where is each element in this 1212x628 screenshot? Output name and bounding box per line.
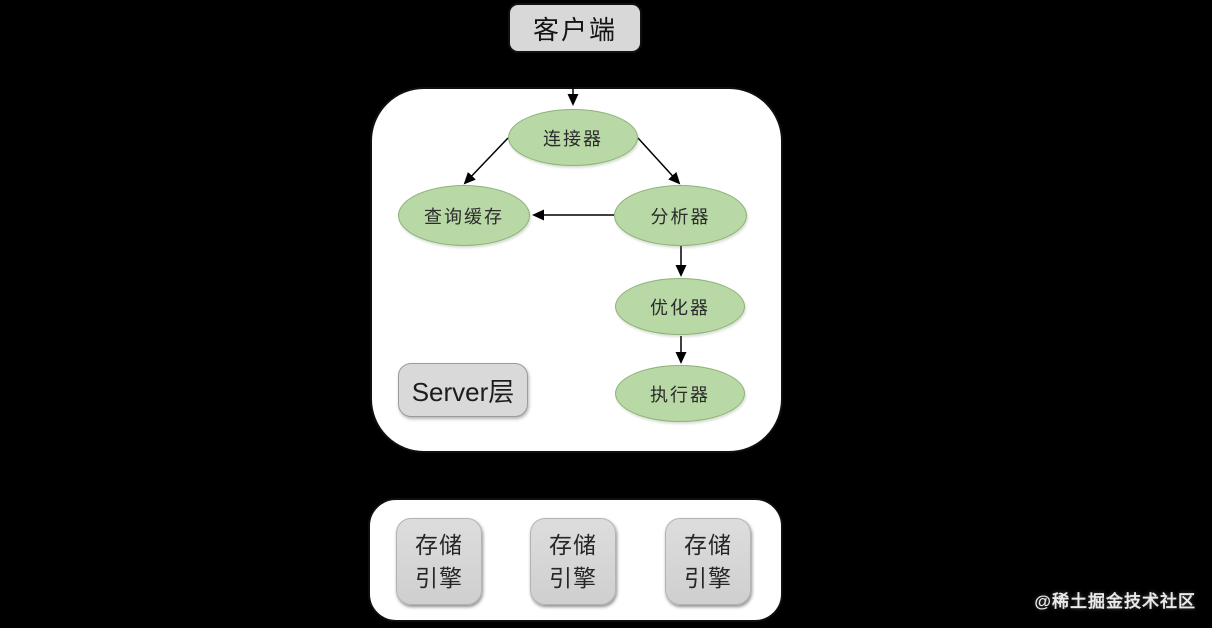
client-node: 客户端 (508, 3, 642, 53)
storage-engine-node-3: 存储引擎 (665, 518, 751, 605)
node-executor: 执行器 (615, 365, 745, 422)
node-executor-label: 执行器 (650, 384, 710, 405)
node-connector-label: 连接器 (543, 128, 603, 149)
node-query-cache-label: 查询缓存 (424, 206, 504, 227)
node-analyzer-label: 分析器 (650, 206, 711, 227)
watermark: @稀土掘金技术社区 (1034, 592, 1196, 611)
client-label: 客户端 (532, 14, 617, 45)
storage-engine-node-2: 存储引擎 (530, 518, 616, 605)
server-layer-label-text: Server层 (411, 376, 515, 407)
storage-engine-label-1: 存储引擎 (415, 531, 463, 591)
storage-engine-label-2: 存储引擎 (549, 531, 597, 591)
node-optimizer: 优化器 (615, 278, 745, 335)
server-layer-label: Server层 (398, 363, 528, 417)
node-connector: 连接器 (508, 109, 638, 166)
node-query-cache: 查询缓存 (398, 185, 530, 246)
storage-engine-node-1: 存储引擎 (396, 518, 482, 605)
node-optimizer-label: 优化器 (650, 297, 710, 318)
node-analyzer: 分析器 (614, 185, 747, 246)
storage-engine-label-3: 存储引擎 (684, 531, 732, 591)
